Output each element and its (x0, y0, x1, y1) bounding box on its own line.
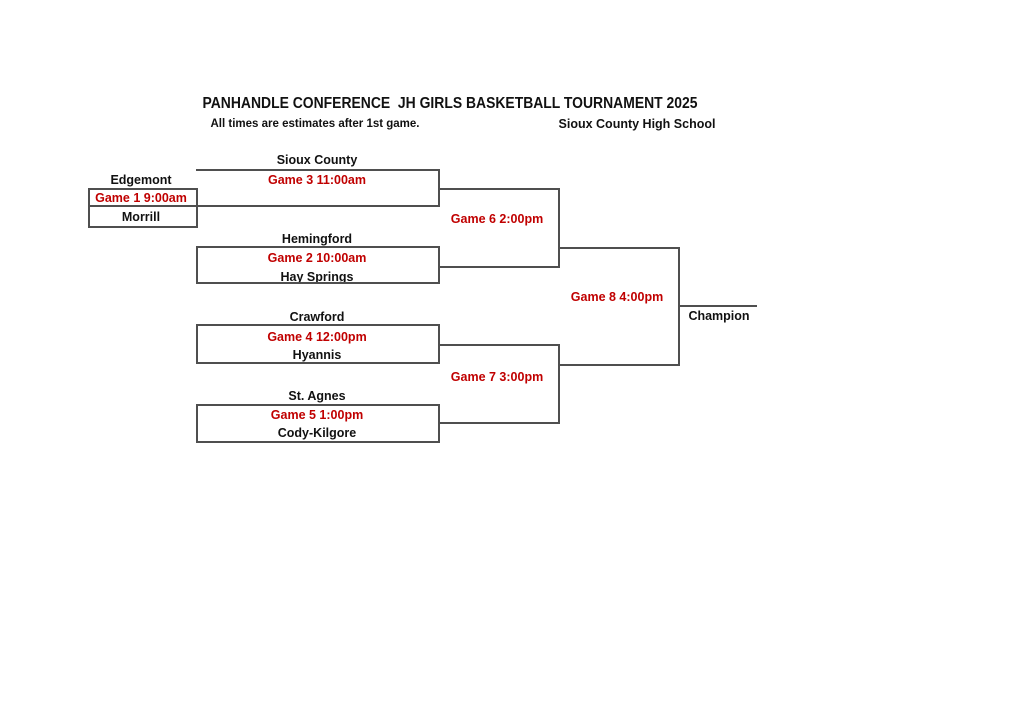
bracket-line-game5-winner (438, 422, 560, 424)
bracket-line-game6-right (558, 188, 560, 268)
bracket-line-game4-top (196, 324, 440, 326)
times-note: All times are estimates after 1st game. (210, 118, 420, 130)
team-hemingford: Hemingford (281, 232, 353, 246)
team-sioux-county: Sioux County (276, 153, 358, 167)
bracket-line-game4-bottom (196, 362, 440, 364)
bracket-line-game3-top (196, 169, 440, 171)
bracket-line-game1-winner (88, 205, 440, 207)
team-cody-kilgore: Cody-Kilgore (277, 426, 357, 440)
team-morrill: Morrill (121, 210, 161, 224)
game-1-label: Game 1 9:00am (95, 191, 187, 205)
page-title: PANHANDLE CONFERENCE JH GIRLS BASKETBALL… (202, 95, 698, 112)
game-8-label: Game 8 4:00pm (570, 290, 664, 304)
bracket-line-game5-top (196, 404, 440, 406)
team-hay-springs: Hay Springs (280, 270, 354, 284)
bracket-line-game3-winner (438, 188, 560, 190)
bracket-line-game2-left (196, 246, 198, 284)
bracket-line-game4-left (196, 324, 198, 364)
bracket-line-game2-top (196, 246, 440, 248)
team-hyannis: Hyannis (292, 348, 342, 362)
bracket-line-game3-right (438, 169, 440, 207)
game-2-label: Game 2 10:00am (267, 251, 367, 265)
bracket-line-game4-winner (438, 344, 560, 346)
game-7-label: Game 7 3:00pm (450, 370, 544, 384)
bracket-line-game7-winner (558, 364, 680, 366)
bracket-line-game4-right (438, 324, 440, 364)
champion-label: Champion (688, 309, 750, 323)
team-crawford: Crawford (289, 310, 345, 324)
game-5-label: Game 5 1:00pm (270, 408, 364, 422)
bracket-line-game2-right (438, 246, 440, 284)
game-6-label: Game 6 2:00pm (450, 212, 544, 226)
bracket-line-game1-bottom (88, 226, 198, 228)
bracket-line-game5-bottom (196, 441, 440, 443)
game-3-label: Game 3 11:00am (268, 173, 366, 187)
bracket-line-game2-bottom (196, 282, 440, 284)
bracket-line-game1-right (196, 188, 198, 228)
bracket-line-game8-right (678, 247, 680, 366)
bracket-line-game5-left (196, 404, 198, 443)
bracket-line-game6-winner (558, 247, 680, 249)
bracket-line-game1-left (88, 188, 90, 228)
bracket-line-game1-top (88, 188, 198, 190)
bracket-line-game5-right (438, 404, 440, 443)
team-edgemont: Edgemont (110, 173, 172, 187)
team-st-agnes: St. Agnes (288, 389, 346, 403)
bracket-line-game2-winner (438, 266, 560, 268)
venue-label: Sioux County High School (558, 117, 716, 131)
game-4-label: Game 4 12:00pm (267, 330, 367, 344)
bracket-line-champion (678, 305, 757, 307)
bracket-line-game7-right (558, 344, 560, 424)
